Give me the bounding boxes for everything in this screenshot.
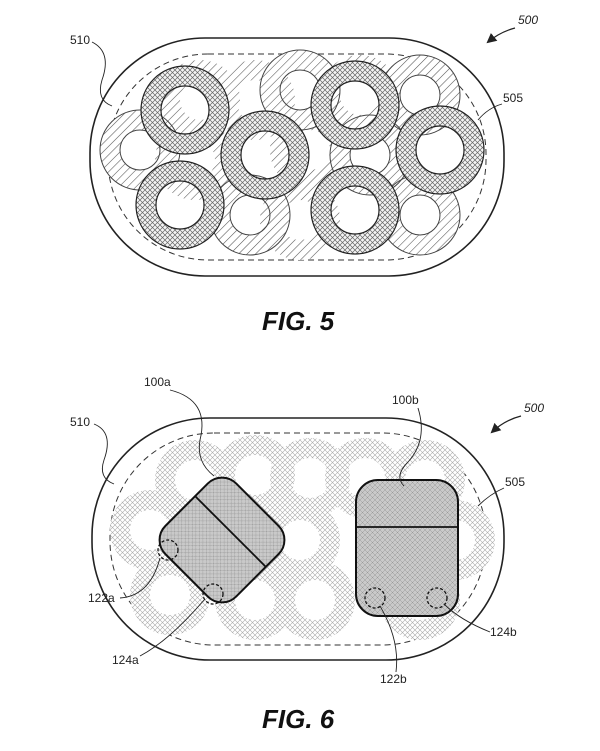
ring-front: [221, 111, 309, 199]
fig6-label-device-b: 100b: [392, 393, 419, 407]
fig6-label-contact-124a: 124a: [112, 653, 139, 667]
fig6-ref-arrow: [490, 415, 522, 434]
front-ring-outlines: [135, 60, 485, 255]
front-ring-layer: [136, 61, 484, 254]
device-a-lid-line: [194, 495, 267, 568]
ring-front: [136, 161, 224, 249]
contact-122b: [364, 587, 386, 609]
device-a: [158, 476, 286, 604]
fig6-label-contact-122a: 122a: [88, 591, 115, 605]
fig6-leader-contact-124b: [443, 603, 491, 633]
fig6-leader-rings: [477, 487, 505, 507]
device-a-body: [158, 476, 286, 604]
fig5-leader-rings: [477, 103, 503, 121]
figure-6: 500 510 100a 100b 505 122a 124a 122b 124…: [70, 375, 544, 734]
ring-front: [396, 106, 484, 194]
fig6-leader-device-b: [399, 407, 422, 487]
fig5-ref-number: 500: [518, 13, 538, 27]
ring-faded: [130, 555, 210, 635]
fig6-label-device-a: 100a: [144, 375, 171, 389]
figure-5: 500 510 505 FIG. 5: [70, 13, 538, 336]
contact-124a: [202, 583, 224, 605]
device-b: [355, 479, 459, 617]
fig6-label-rings: 505: [505, 475, 525, 489]
outer-tray-boundary: [89, 37, 505, 277]
fig6-label-contact-122b: 122b: [380, 672, 407, 686]
ring-front: [311, 166, 399, 254]
fig6-leader-outer-boundary: [93, 423, 115, 485]
fig6-label-outer-boundary: 510: [70, 415, 90, 429]
contact-122a: [157, 539, 179, 561]
fig6-label-contact-124b: 124b: [490, 625, 517, 639]
outer-tray-boundary-6: [91, 417, 505, 661]
fig5-leader-outer-boundary: [91, 41, 113, 107]
ring-faded: [275, 560, 355, 640]
fig6-leader-contact-122b: [379, 605, 398, 673]
fig6-leader-device-a: [169, 389, 215, 477]
fig6-leader-contact-122a: [119, 557, 161, 599]
fig6-title: FIG. 6: [262, 704, 335, 734]
fig5-ref-arrow: [486, 27, 516, 44]
fig5-label-outer-boundary: 510: [70, 33, 90, 47]
fig5-label-rings: 505: [503, 91, 523, 105]
fig5-title: FIG. 5: [262, 306, 335, 336]
ring-front: [141, 66, 229, 154]
device-b-body: [355, 479, 459, 617]
fig6-ref-number: 500: [524, 401, 544, 415]
contact-124b: [426, 587, 448, 609]
ring-front: [311, 61, 399, 149]
fig6-leader-contact-124a: [139, 599, 205, 657]
